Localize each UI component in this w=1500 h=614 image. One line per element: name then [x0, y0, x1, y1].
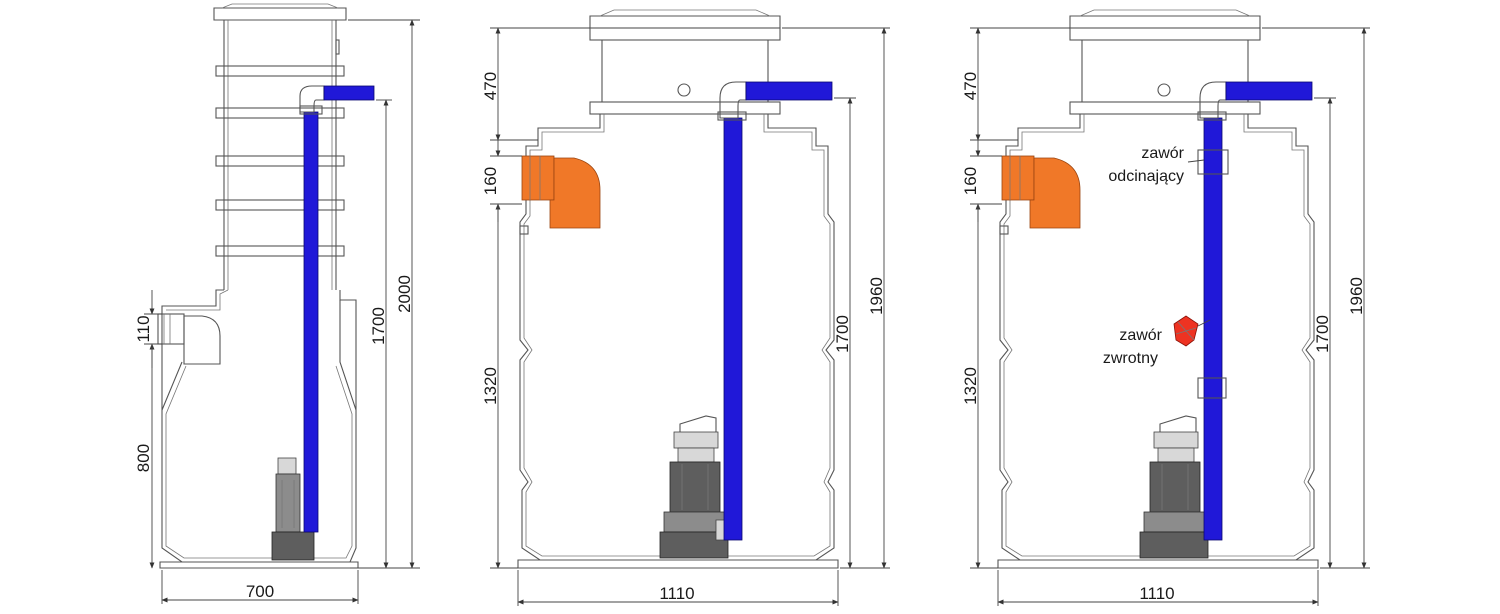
dim-left-width: 700: [246, 582, 274, 601]
dim-right-inlet-size: 160: [961, 167, 980, 195]
pump-right: [1139, 415, 1209, 559]
dim-right-lower-height: 1320: [961, 367, 980, 405]
dim-right-pipe-height: 1700: [1313, 315, 1332, 353]
discharge-pipe-middle: [717, 81, 833, 541]
label-check-valve-line1: zawór: [1119, 327, 1162, 344]
dim-middle-cover-height: 470: [481, 72, 500, 100]
discharge-pipe-left: [299, 85, 375, 533]
dim-right-cover-height: 470: [961, 72, 980, 100]
dim-middle-width: 1110: [659, 584, 694, 603]
dim-middle-pipe-height: 1700: [833, 315, 852, 353]
diagram-left: 2000 1700 110 800 700: [134, 3, 420, 604]
inlet-pipe-left: [157, 313, 221, 365]
dim-middle-total-height: 1960: [867, 277, 886, 315]
check-valve: [1173, 315, 1227, 399]
discharge-pipe-right: [1197, 81, 1313, 541]
diagram-middle: 470 160 1320 1700 1960 1110: [481, 9, 890, 606]
dim-right-total-height: 1960: [1347, 277, 1366, 315]
diagram-right: 470 160 1320 1700 1960 1110 zawór odcina…: [961, 9, 1370, 606]
dimensions-right: [970, 27, 1370, 606]
dim-left-inlet-size: 110: [134, 315, 153, 342]
riser-ribs: [215, 65, 345, 257]
dim-middle-lower-height: 1320: [481, 367, 500, 405]
label-shutoff-valve-line1: zawór: [1141, 145, 1184, 162]
inlet-elbow-middle: [521, 155, 601, 229]
shutoff-valve: [1187, 149, 1229, 175]
dim-left-inlet-height: 800: [134, 444, 153, 472]
dim-right-width: 1110: [1139, 584, 1174, 603]
dimensions-left: [144, 19, 420, 604]
dim-left-top-height: 2000: [395, 275, 414, 313]
label-shutoff-valve-line2: odcinający: [1108, 168, 1184, 185]
dim-middle-inlet-size: 160: [481, 167, 500, 195]
dim-left-riser-height: 1700: [369, 307, 388, 345]
label-check-valve-line2: zwrotny: [1103, 350, 1158, 367]
dimensions-middle: [490, 27, 890, 606]
inlet-elbow-right: [1001, 155, 1081, 229]
pump-middle: [659, 415, 729, 559]
pump-left: [271, 457, 315, 561]
tank-left-outline: [159, 3, 359, 569]
